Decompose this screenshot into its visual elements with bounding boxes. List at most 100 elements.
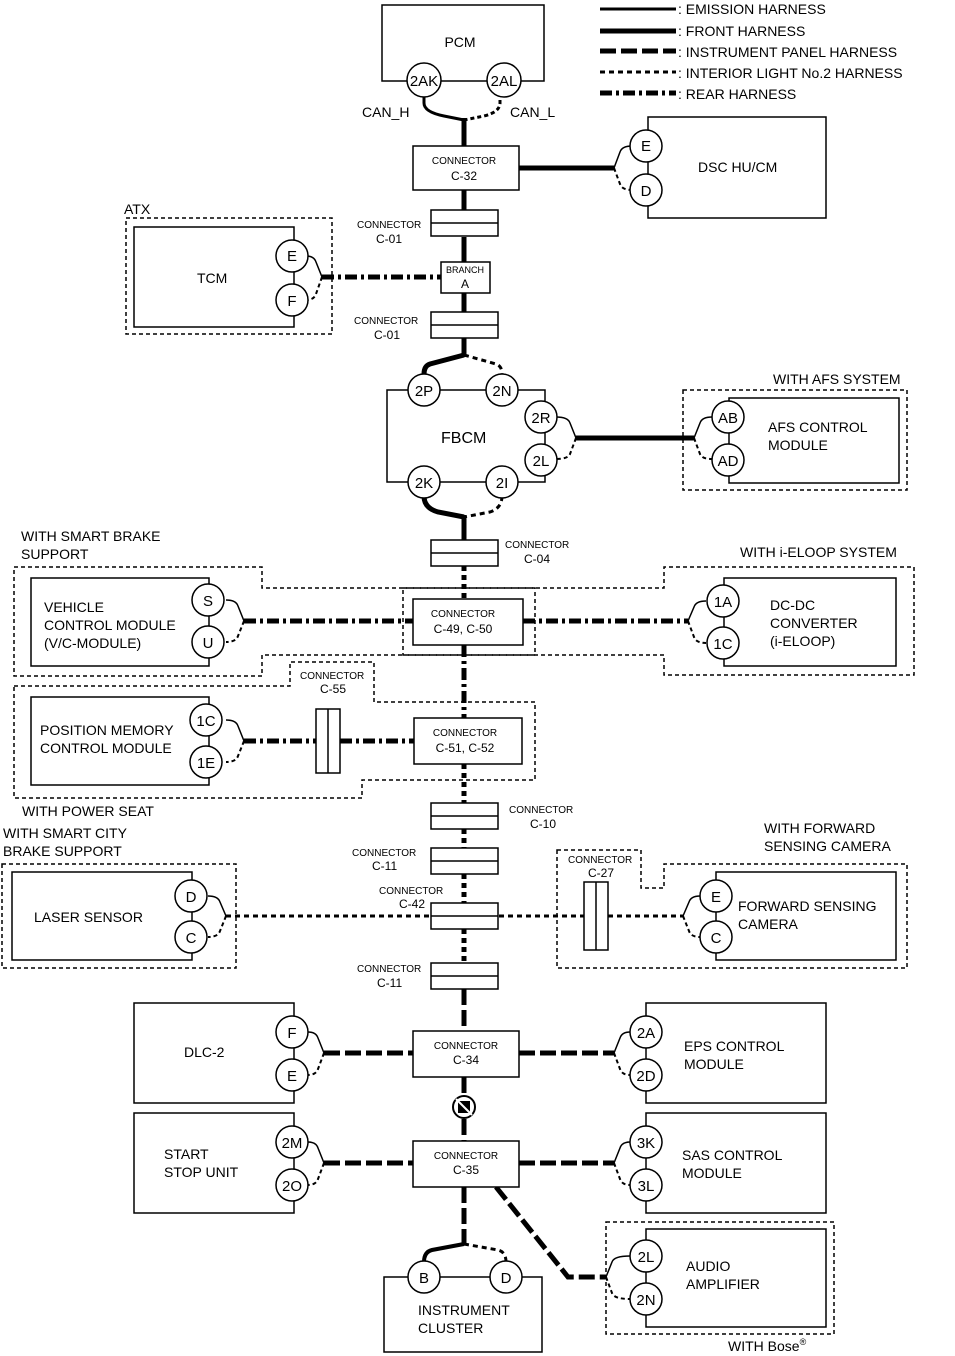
connector-c55-id: C-55 [320,682,346,696]
dlc-pin-e [275,1058,309,1092]
legend-label-emission: : EMISSION HARNESS [678,1,826,17]
fbcm-pin-2n [485,373,519,407]
fbcm-pin-2i [485,465,519,499]
connector-c35-word: CONNECTOR [434,1151,498,1162]
pmcm-pin-1c-label: 1C [196,713,215,730]
connector-c49-c50-word: CONNECTOR [431,609,495,620]
dlc-box [133,1002,295,1104]
fbcm-pin-2r-label: 2R [531,410,550,427]
connector-c32 [412,145,520,191]
dsc-label: DSC HU/CM [698,159,777,175]
can-l-label: CAN_L [510,104,555,120]
ssu-pin-2o-label: 2O [282,1178,302,1195]
fbcm-pin-2r [524,400,558,434]
cluster-pin-d [489,1260,523,1294]
connector-c51-c52-id: C-51, C-52 [436,741,495,755]
connector-c35 [412,1140,520,1188]
dsc-pin-e [629,129,663,163]
dcdc-label-3: (i-ELOOP) [770,633,835,649]
pmcm-box [30,696,210,786]
connector-c32-id: C-32 [451,169,477,183]
smart-city-option-label-2: BRAKE SUPPORT [3,843,122,859]
connector-c11-lower-id: C-11 [377,976,402,990]
connector-c55-word: CONNECTOR [300,671,364,682]
dcdc-pin-1a [706,584,740,618]
dsc-box [647,116,827,219]
fsc-box [715,871,897,961]
pmcm-label-1: POSITION MEMORY [40,722,174,738]
cluster-pin-d-label: D [501,1270,512,1287]
ssu-label-2: STOP UNIT [164,1164,239,1180]
legend-label-interior-light: : INTERIOR LIGHT No.2 HARNESS [678,65,903,81]
tcm-label: TCM [197,270,227,286]
afs-label-1: AFS CONTROL [768,419,868,435]
afs-pin-ad-label: AD [718,453,739,470]
dsc-pin-d-label: D [641,183,652,200]
forward-camera-option-label-2: SENSING CAMERA [764,838,891,854]
forward-camera-option-label-1: WITH FORWARD [764,820,875,836]
fbcm-pin-2p-label: 2P [415,383,433,400]
pmcm-pin-1c [189,703,223,737]
vcm-label-2: CONTROL MODULE [44,617,176,633]
smart-brake-option-label-2: SUPPORT [21,546,89,562]
connector-c11-upper-id: C-11 [372,859,397,873]
laser-pin-c [174,920,208,954]
dcdc-pin-1a-label: 1A [714,594,732,611]
laser-pin-d-label: D [186,889,197,906]
i-eloop-option-label: WITH i-ELOOP SYSTEM [740,544,897,560]
connector-c34-id: C-34 [453,1053,479,1067]
vcm-pin-s [191,583,225,617]
amp-pin-2n [629,1282,663,1316]
eps-box [645,1002,827,1104]
amp-pin-2l-label: 2L [638,1249,655,1266]
vcm-pin-u-label: U [203,635,214,652]
connector-c49-c50 [412,598,524,646]
eps-pin-2d [629,1058,663,1092]
fbcm-pin-2i-label: 2I [496,475,509,492]
fbcm-pin-2n-label: 2N [492,383,511,400]
pcm-pin-2ak-label: 2AK [410,73,438,90]
vcm-label-1: VEHICLE [44,599,104,615]
connector-c11-lower-word: CONNECTOR [357,964,421,975]
legend-label-front: : FRONT HARNESS [678,23,805,39]
can-h-label: CAN_H [362,104,409,120]
vcm-box [30,577,210,667]
forward-camera-option-outline [556,849,908,969]
dsc-pin-d [629,173,663,207]
ssu-pin-2m-label: 2M [282,1135,303,1152]
pcm-label: PCM [444,34,475,50]
no-termination-symbol-icon [452,1095,476,1119]
dsc-pin-e-label: E [641,138,651,155]
fsc-pin-e-label: E [711,889,721,906]
vcm-pin-u [191,625,225,659]
connector-c27-id: C-27 [588,866,614,880]
legend: : EMISSION HARNESS : FRONT HARNESS : INS… [600,1,903,102]
fbcm-pin-2l-label: 2L [533,453,550,470]
pmcm-pin-1e [189,745,223,779]
ssu-label-1: START [164,1146,209,1162]
dcdc-box [723,577,897,667]
laser-label: LASER SENSOR [34,909,143,925]
eps-pin-2a-label: 2A [637,1025,655,1042]
tcm-box [133,226,295,328]
fsc-pin-c [699,920,733,954]
fbcm-label: FBCM [441,430,486,447]
cluster-label-1: INSTRUMENT [418,1302,510,1318]
dlc-pin-f-label: F [287,1025,296,1042]
amp-label-1: AUDIO [686,1258,730,1274]
power-seat-option-outline [13,661,536,799]
cluster-label-2: CLUSTER [418,1320,483,1336]
ssu-pin-2m [275,1125,309,1159]
laser-box [11,871,193,961]
afs-pin-ad [711,443,745,477]
fsc-pin-e [699,879,733,913]
sas-pin-3l [629,1168,663,1202]
dcdc-label-2: CONVERTER [770,615,858,631]
afs-box [728,397,900,484]
fbcm-pin-2k-label: 2K [415,475,433,492]
connector-c42-word: CONNECTOR [379,886,443,897]
vcm-pin-s-label: S [203,593,213,610]
atx-option-label: ATX [124,201,151,217]
dcdc-pin-1c-label: 1C [713,636,732,653]
connector-c51-c52 [413,717,523,765]
